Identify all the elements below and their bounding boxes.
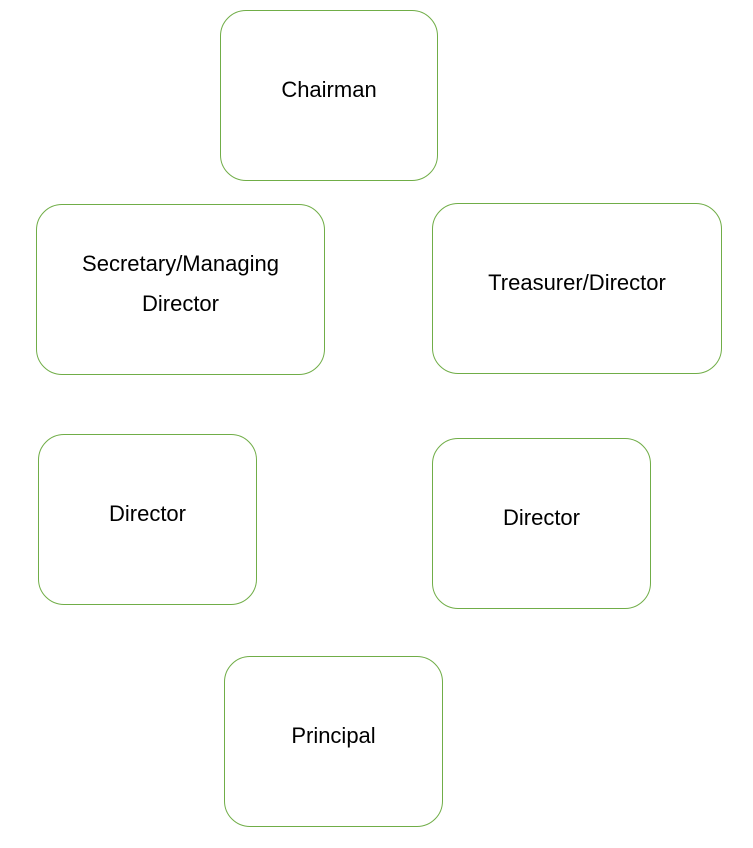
node-label: Treasurer/Director <box>488 269 666 295</box>
node-label: Chairman <box>281 76 377 102</box>
node-director-left: Director <box>38 434 257 605</box>
node-label: Principal <box>291 722 376 748</box>
node-label: Director <box>502 504 580 530</box>
node-label: Secretary/Managing Director <box>82 250 279 316</box>
node-director-right: Director <box>432 438 651 609</box>
node-treasurer-director: Treasurer/Director <box>432 203 722 374</box>
node-label: Director <box>108 500 186 526</box>
node-secretary-managing-director: Secretary/Managing Director <box>36 204 325 375</box>
node-principal: Principal <box>224 656 443 827</box>
node-chairman: Chairman <box>220 10 438 181</box>
